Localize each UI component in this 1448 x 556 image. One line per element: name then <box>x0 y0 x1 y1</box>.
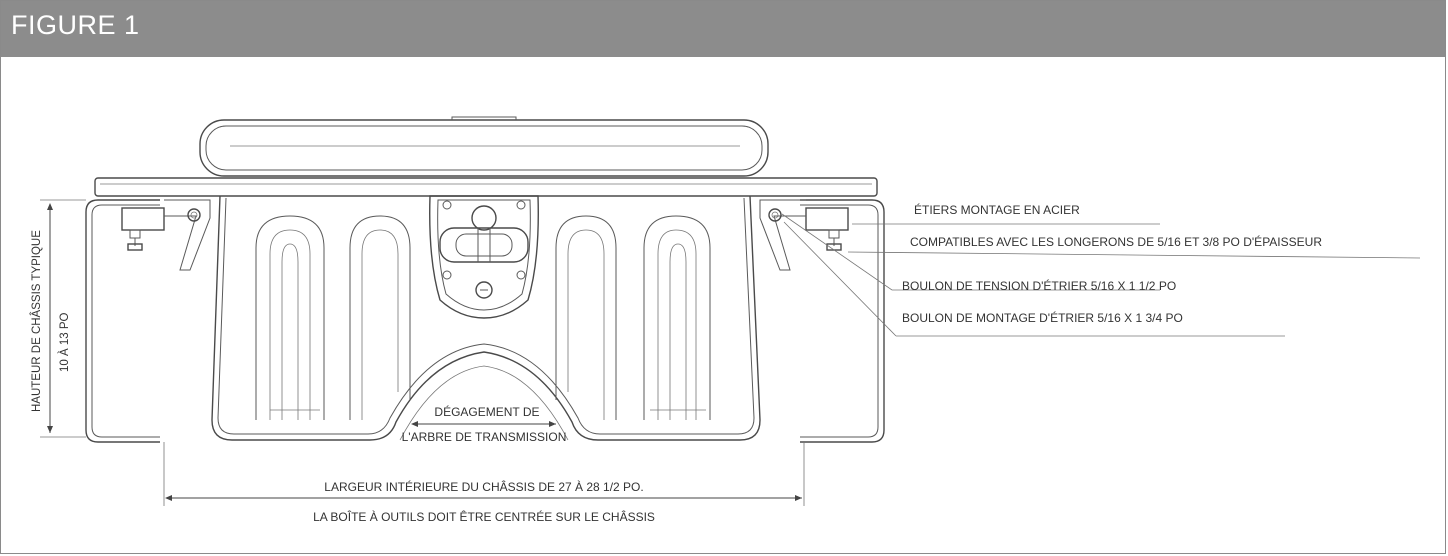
right-bracket <box>759 199 849 271</box>
figure-header-bar: FIGURE 1 <box>1 1 1445 57</box>
left-frame-rail <box>85 199 160 443</box>
frame-height-label-1: HAUTEUR DE CHÂSSIS TYPIQUE <box>30 230 43 412</box>
right-frame-rail <box>800 199 885 443</box>
toolbox-ribs <box>255 215 711 420</box>
toolbox-tub <box>211 195 761 441</box>
steel-brackets-label: ÉTIERS MONTAGE EN ACIER <box>914 202 1080 217</box>
frame-height-dimension <box>40 199 86 438</box>
tension-bolt-label: BOULON DE TENSION D'ÉTRIER 5/16 X 1 1/2 … <box>902 278 1176 293</box>
driveshaft-clearance-label-2: L'ARBRE DE TRANSMISSION <box>402 430 567 444</box>
callout-leaders <box>781 213 1421 337</box>
centered-note-label: LA BOÎTE À OUTILS DOIT ÊTRE CENTRÉE SUR … <box>313 509 655 524</box>
mounting-bolt-label: BOULON DE MONTAGE D'ÉTRIER 5/16 X 1 3/4 … <box>902 310 1183 325</box>
frame-height-label-2: 10 À 13 PO <box>58 312 71 372</box>
compatible-rails-label: COMPATIBLES AVEC LES LONGERONS DE 5/16 E… <box>910 234 1322 249</box>
left-bracket <box>121 199 211 271</box>
driveshaft-clearance-label-1: DÉGAGEMENT DE <box>434 404 539 419</box>
frame-width-label: LARGEUR INTÉRIEURE DU CHÂSSIS DE 27 À 28… <box>324 479 643 494</box>
lock-latch <box>429 195 539 319</box>
figure-title: FIGURE 1 <box>11 10 140 40</box>
toolbox-lid <box>199 116 769 177</box>
toolbox-rim <box>94 177 878 197</box>
frame-width-dimension <box>163 442 805 506</box>
